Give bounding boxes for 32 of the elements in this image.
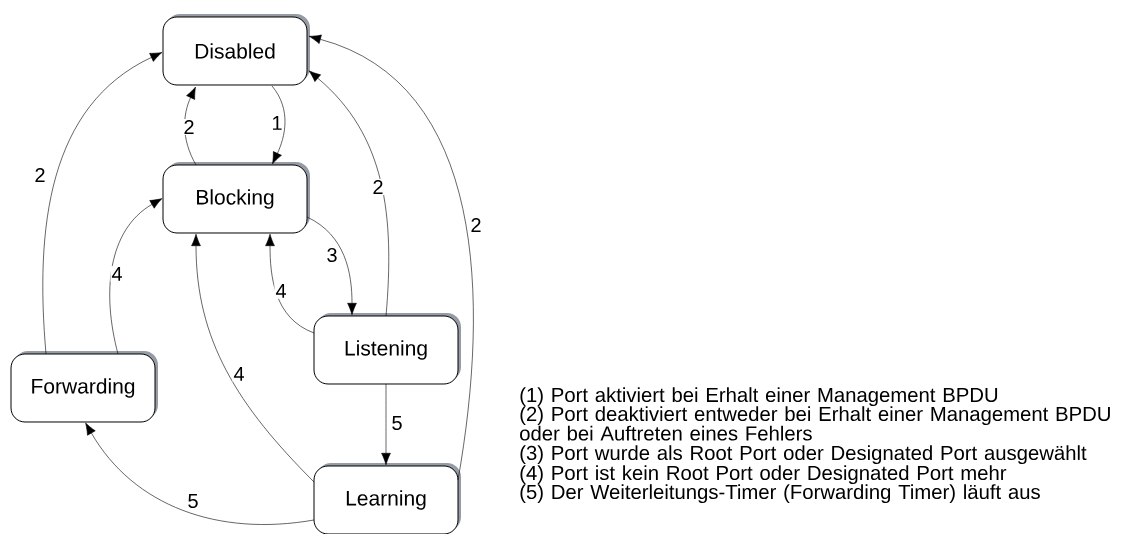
edge-label: 2 xyxy=(33,167,47,183)
state-box: Blocking xyxy=(162,162,310,234)
note-text: (1) Port aktiviert bei Erhalt einer Management BPDU xyxy=(520,387,998,407)
arrow xyxy=(265,233,315,334)
note-text: (2) Port deaktiviert entweder bei Erhalt einer Management BPDU oder bei Auftreten eines Fehlers xyxy=(520,406,1110,441)
state-box: Listening xyxy=(313,313,461,385)
arrow xyxy=(42,52,163,355)
arrow xyxy=(306,216,357,316)
arrow xyxy=(381,383,391,466)
arrow xyxy=(308,70,389,317)
edge-label: 3 xyxy=(325,246,339,264)
arrow xyxy=(191,233,315,483)
state-box: Disabled xyxy=(162,14,310,86)
edge-label: 1 xyxy=(270,115,284,131)
note-text: (3) Port wurde als Root Port oder Designated Port ausgewählt xyxy=(520,445,1087,465)
edge-label: 5 xyxy=(390,415,404,431)
edge-label: 2 xyxy=(182,119,196,135)
arrow xyxy=(271,85,286,165)
arrow xyxy=(109,198,163,355)
arrow xyxy=(184,86,197,166)
edge-label: 4 xyxy=(110,266,124,282)
note-text: (5) Der Weiterleitungs-Timer (Forwarding Timer) läuft aus xyxy=(520,484,1040,504)
edge-label: 5 xyxy=(186,493,200,509)
state-box: Forwarding xyxy=(10,351,158,423)
edge-label: 2 xyxy=(371,179,385,195)
edge-label: 4 xyxy=(274,283,288,299)
arrow xyxy=(85,422,315,525)
note-text: (4) Port ist kein Root Port oder Designated Port mehr xyxy=(520,465,1007,485)
state-box: Learning xyxy=(313,463,461,534)
edge-label: 4 xyxy=(232,366,246,382)
arrow xyxy=(308,34,474,481)
edge-label: 2 xyxy=(469,217,483,233)
